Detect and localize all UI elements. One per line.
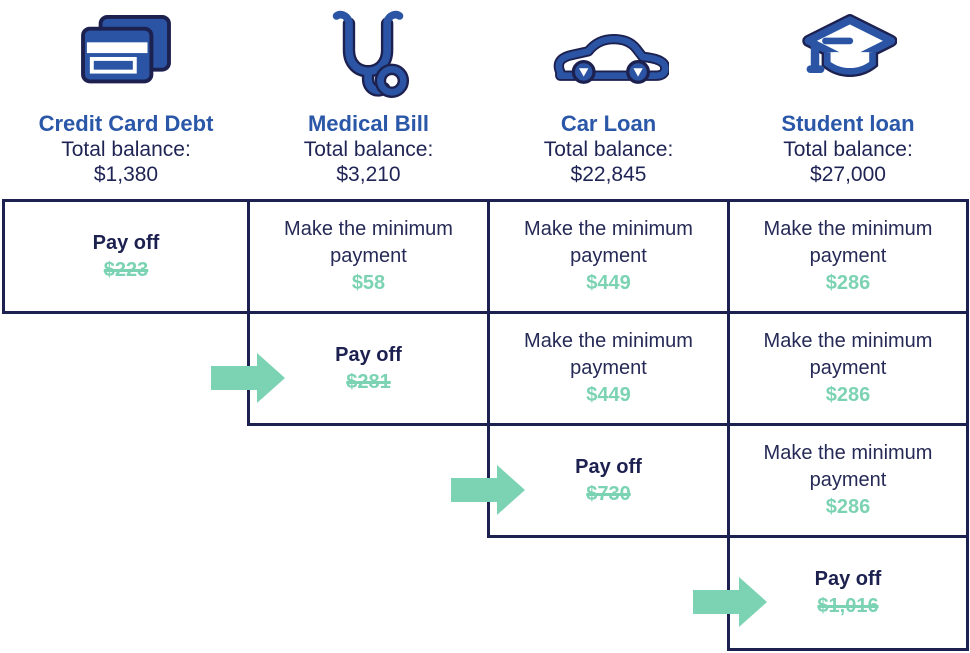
minimum-label: Make the minimum payment (284, 218, 453, 267)
column-title: Medical Bill (307, 111, 430, 136)
balance-amount: $27,000 (810, 163, 886, 186)
column-title: Car Loan (560, 111, 657, 136)
minimum-amount: $286 (825, 384, 871, 406)
plan-cell-minimum-medical-bill: Make the minimum payment $58 (247, 199, 490, 314)
balance-amount: $1,380 (93, 163, 159, 186)
column-header-credit-card: Credit Card Debt Total balance: $1,380 (2, 0, 250, 196)
column-title: Credit Card Debt (38, 111, 214, 136)
plan-cell-minimum-student-loan: Make the minimum payment $286 (727, 423, 969, 538)
minimum-amount: $286 (825, 496, 871, 518)
car-icon (487, 0, 730, 111)
plan-cell-minimum-student-loan: Make the minimum payment $286 (727, 311, 969, 426)
payoff-amount: $281 (346, 370, 391, 393)
column-header-medical-bill: Medical Bill Total balance: $3,210 (247, 0, 490, 196)
payoff-label: Pay off (92, 231, 160, 254)
plan-cell-minimum-student-loan: Make the minimum payment $286 (727, 199, 969, 314)
plan-cell-payoff-credit-card: Pay off $223 (2, 199, 250, 314)
payoff-label: Pay off (335, 343, 402, 366)
stethoscope-icon (247, 0, 490, 111)
minimum-label: Make the minimum payment (524, 218, 693, 267)
plan-cell-payoff-car-loan: Pay off $730 (487, 423, 730, 538)
plan-cell-minimum-car-loan: Make the minimum payment $449 (487, 311, 730, 426)
plan-cell-payoff-student-loan: Pay off $1,016 (727, 535, 969, 651)
payoff-amount: $730 (586, 482, 631, 505)
balance-amount: $22,845 (570, 163, 647, 186)
minimum-amount: $286 (825, 272, 871, 294)
payoff-label: Pay off (814, 568, 882, 590)
minimum-label: Make the minimum payment (524, 330, 693, 379)
credit-card-icon (2, 0, 250, 111)
balance-label: Total balance: (783, 138, 913, 161)
minimum-label: Make the minimum payment (763, 218, 933, 267)
balance-label: Total balance: (303, 138, 434, 161)
payoff-arrow-car-loan (451, 465, 525, 515)
column-header-student-loan: Student loan Total balance: $27,000 (727, 0, 969, 196)
plan-cell-minimum-car-loan: Make the minimum payment $449 (487, 199, 730, 314)
balance-amount: $3,210 (336, 163, 401, 186)
minimum-amount: $449 (586, 272, 631, 294)
balance-label: Total balance: (61, 138, 191, 161)
column-header-car-loan: Car Loan Total balance: $22,845 (487, 0, 730, 196)
payoff-amount: $223 (103, 258, 149, 281)
column-title: Student loan (781, 111, 915, 136)
balance-label: Total balance: (543, 138, 674, 161)
minimum-amount: $58 (351, 272, 386, 294)
minimum-amount: $449 (586, 384, 631, 406)
payoff-arrow-student-loan (693, 577, 767, 627)
graduation-cap-icon (727, 0, 969, 111)
payoff-arrow-medical-bill (211, 353, 285, 403)
plan-cell-payoff-medical-bill: Pay off $281 (247, 311, 490, 426)
payoff-amount: $1,016 (817, 595, 879, 617)
payoff-label: Pay off (575, 455, 642, 478)
minimum-label: Make the minimum payment (763, 330, 933, 379)
minimum-label: Make the minimum payment (763, 442, 933, 491)
